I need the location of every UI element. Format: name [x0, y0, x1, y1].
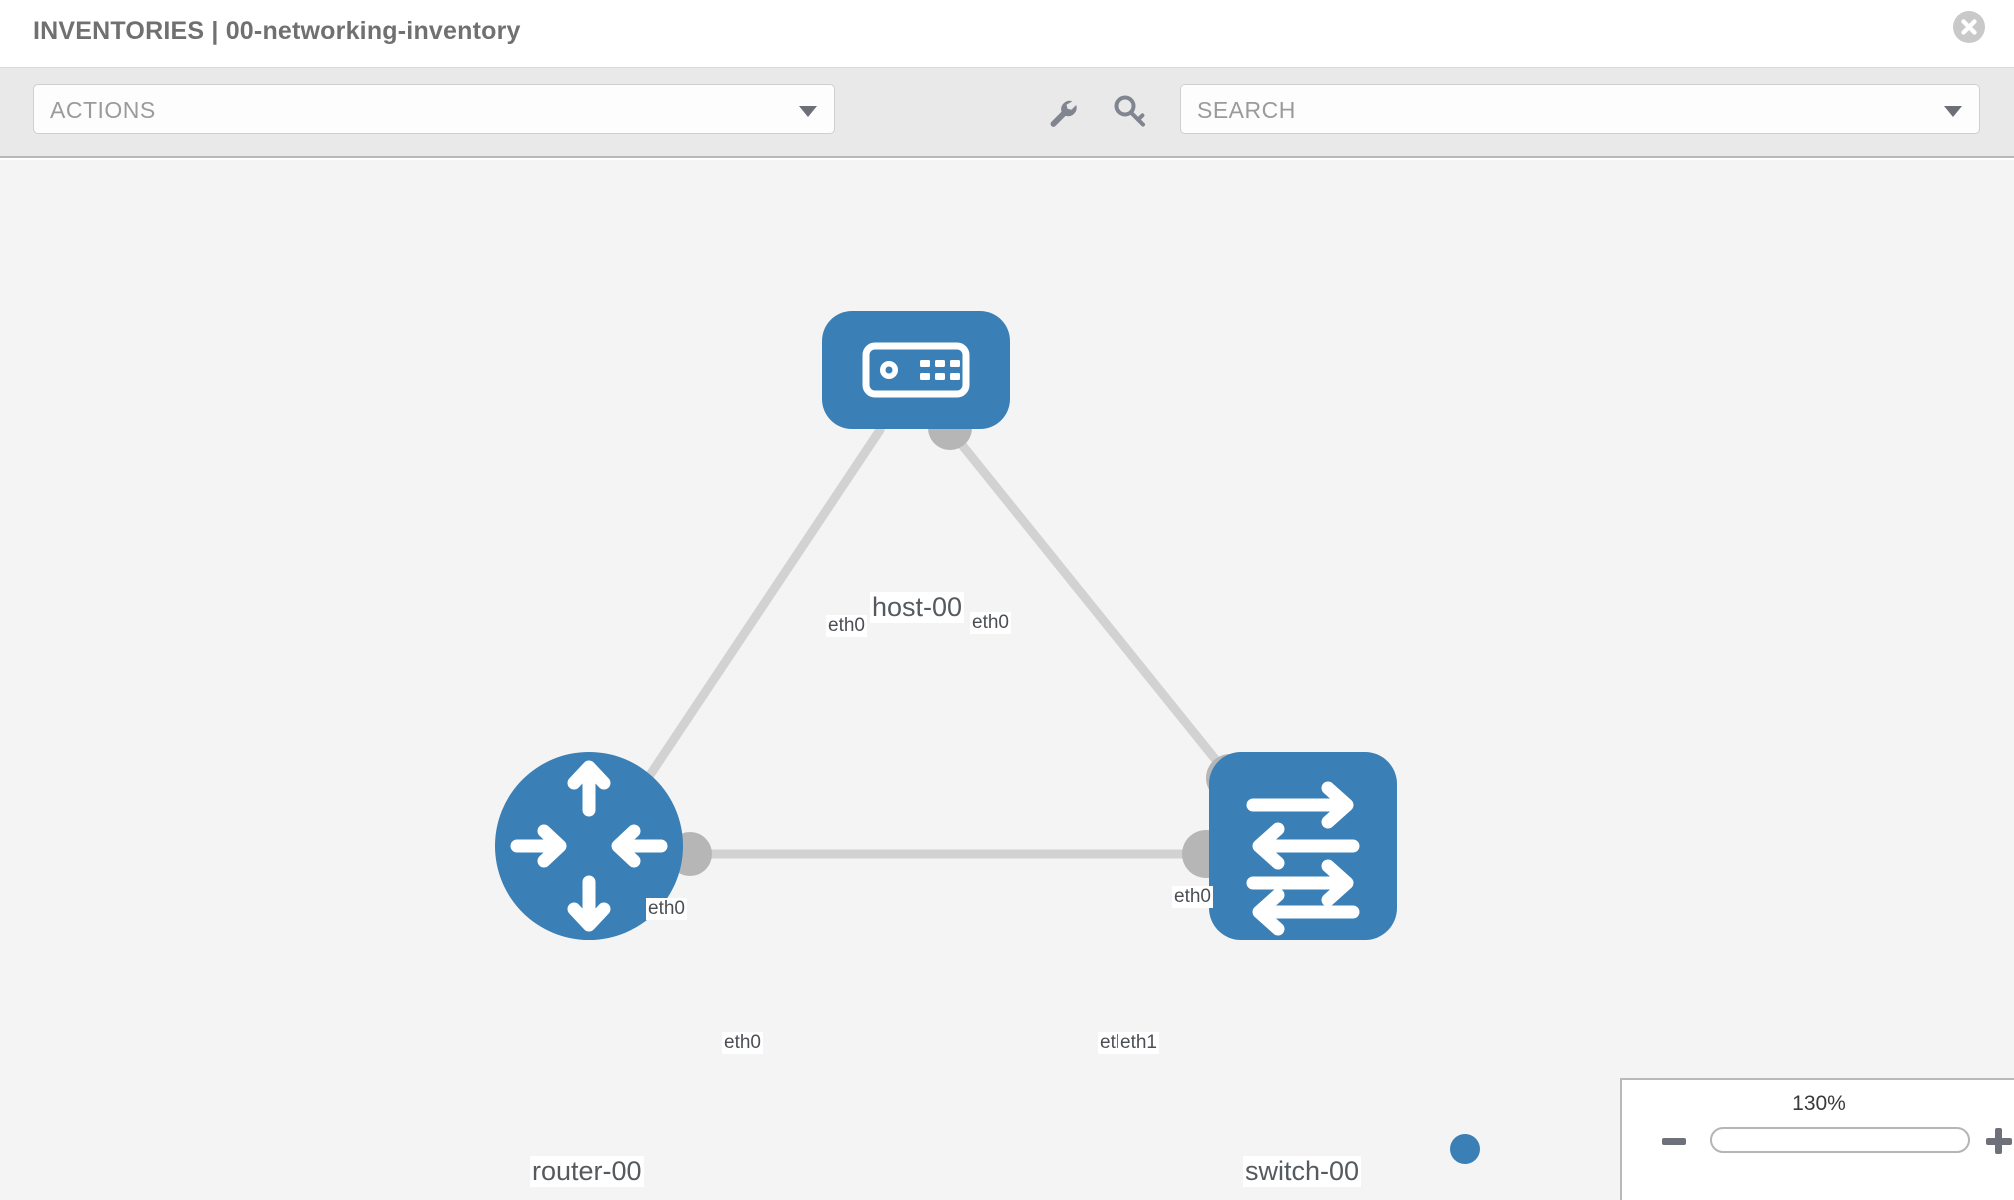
link-host-router [635, 425, 885, 795]
zoom-control-panel: 130% [1620, 1078, 2014, 1200]
zoom-slider-thumb[interactable] [1450, 1134, 1480, 1164]
node-router-00 [495, 752, 683, 940]
close-icon[interactable] [1952, 10, 1986, 44]
chevron-down-icon [799, 106, 817, 117]
search-placeholder: SEARCH [1197, 97, 1296, 123]
zoom-out-button[interactable] [1662, 1138, 1686, 1145]
iface-label-host-eth0-left: eth0 [826, 615, 867, 637]
iface-label-switch-eth0-up: eth0 [1172, 886, 1213, 908]
server-icon [862, 342, 970, 398]
chevron-down-icon[interactable] [1944, 106, 1962, 117]
iface-label-router-eth0: eth0 [722, 1032, 763, 1054]
page-title: INVENTORIES | 00-networking-inventory [33, 17, 521, 45]
iface-label-switch-eth1: eth1 [1118, 1032, 1159, 1054]
node-label-host-00: host-00 [870, 592, 965, 623]
page-header: INVENTORIES | 00-networking-inventory [0, 0, 2014, 68]
node-switch-00 [1209, 752, 1397, 940]
iface-label-router-eth0-up: eth0 [646, 898, 687, 920]
plus-icon-vertical [1995, 1128, 2002, 1154]
topology-links [635, 425, 1237, 859]
iface-label-host-eth0-right: eth0 [970, 612, 1011, 634]
actions-dropdown[interactable]: ACTIONS [33, 84, 835, 134]
link-host-switch [945, 425, 1237, 785]
zoom-in-button[interactable] [1982, 1124, 2014, 1158]
node-label-switch-00: switch-00 [1243, 1156, 1362, 1187]
actions-dropdown-label: ACTIONS [50, 97, 156, 123]
wrench-icon[interactable] [1042, 92, 1082, 132]
switch-arrows-icon [1246, 781, 1360, 936]
node-label-router-00: router-00 [530, 1156, 644, 1187]
zoom-slider-track[interactable] [1710, 1127, 1970, 1153]
router-arrows-icon [510, 760, 668, 932]
topology-canvas[interactable]: host-00 router-00 switch-00 eth0 eth0 et… [0, 160, 2014, 1200]
zoom-level-value: 130% [1792, 1092, 1846, 1115]
node-host-00 [822, 311, 1010, 429]
key-icon[interactable] [1110, 92, 1150, 132]
search-input[interactable]: SEARCH [1180, 84, 1980, 134]
topology-ports [668, 406, 1254, 878]
